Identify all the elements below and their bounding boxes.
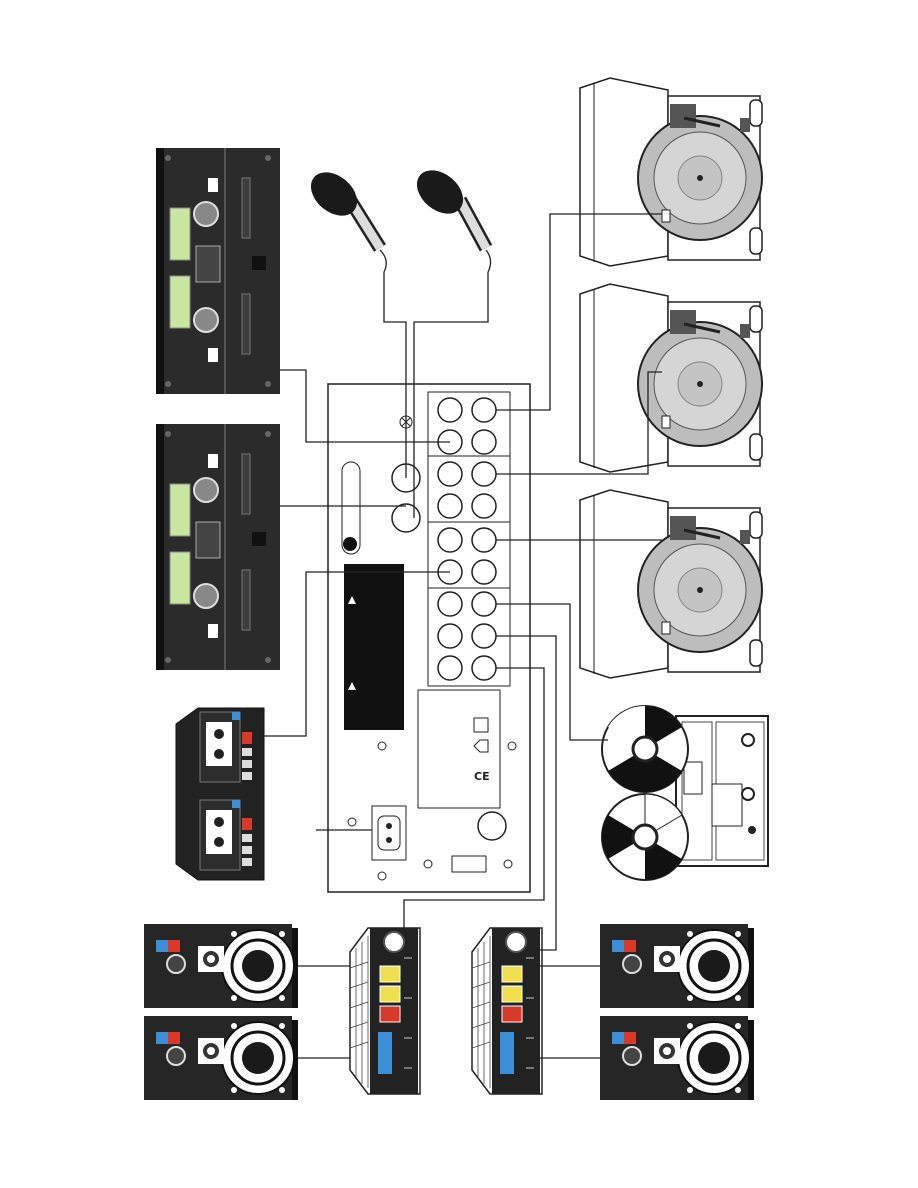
dual-cd-player-2 bbox=[156, 424, 280, 670]
turntable-3 bbox=[580, 490, 762, 678]
speaker-4 bbox=[600, 1016, 754, 1100]
reel-to-reel bbox=[602, 706, 768, 880]
mixer-rear-panel: CE bbox=[328, 384, 530, 892]
amplifier-1 bbox=[350, 928, 420, 1094]
microphone-1 bbox=[303, 163, 387, 272]
turntable-2 bbox=[580, 284, 762, 472]
speaker-2 bbox=[144, 1016, 298, 1100]
speaker-1 bbox=[144, 924, 298, 1008]
dual-cd-player-1 bbox=[156, 148, 280, 394]
cassette-deck bbox=[176, 708, 264, 880]
speaker-3 bbox=[600, 924, 754, 1008]
turntable-1 bbox=[580, 78, 762, 266]
ce-mark: CE bbox=[474, 770, 490, 783]
microphone-2 bbox=[409, 161, 491, 272]
amplifier-2 bbox=[472, 928, 542, 1094]
